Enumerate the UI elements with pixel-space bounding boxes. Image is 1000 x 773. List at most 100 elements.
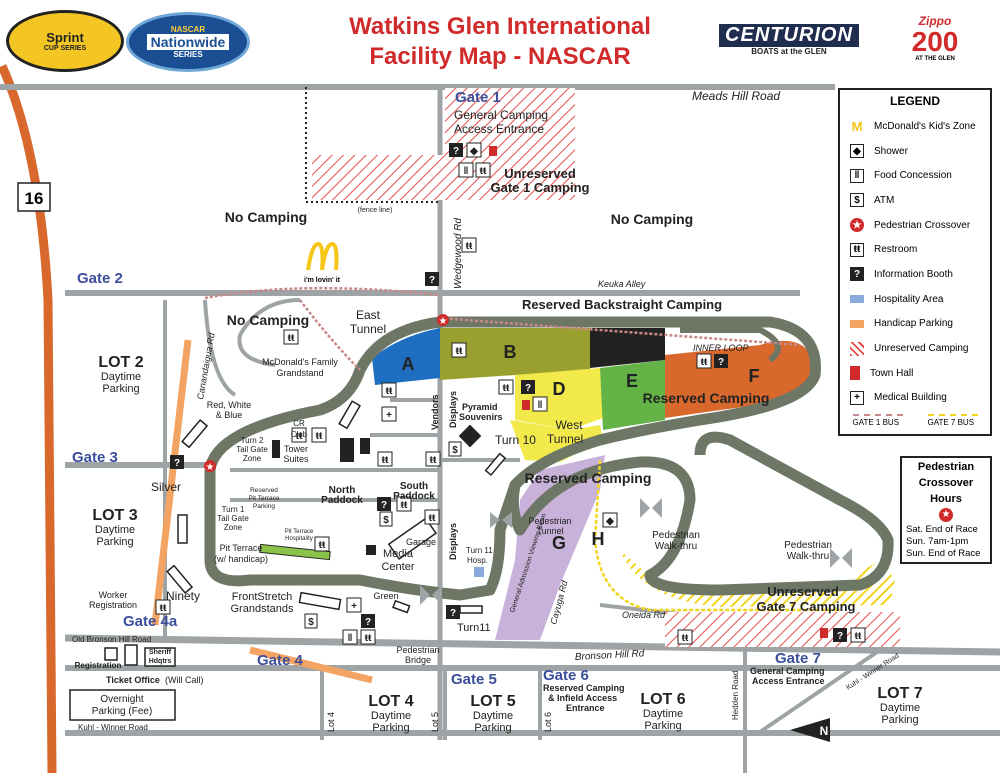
svg-text:N: N: [820, 724, 829, 738]
atm-icon: $: [304, 613, 318, 629]
east-tunnel-label: Tunnel: [350, 322, 386, 336]
restroom-icon: ŧŧ: [677, 629, 693, 645]
info-booth-icon: ?: [170, 455, 184, 469]
atm-icon: $: [448, 441, 462, 457]
no-camping-north-west: No Camping: [225, 209, 307, 225]
road-hedden: Hedden Road: [731, 671, 740, 720]
nationwide-text: Nationwide: [146, 34, 230, 50]
reserved-pit-terrace-label: Parking: [253, 503, 275, 510]
svg-text:+: +: [351, 601, 357, 612]
turn10-label: Turn 10: [495, 433, 536, 447]
turn11-hospitality-blue: [474, 567, 484, 577]
ninety-label: Ninety: [166, 589, 200, 603]
gate-6-note: Reserved Camping: [543, 683, 625, 693]
zone-d: [515, 368, 603, 430]
svg-text:★: ★: [439, 316, 448, 327]
svg-text:ǁ: ǁ: [348, 633, 353, 644]
lot7-sub: Parking: [881, 714, 918, 726]
pedestrian-crossover-stars: ★ ★: [204, 314, 449, 473]
svg-text:ŧŧ: ŧŧ: [288, 333, 295, 344]
hours-sat: Sat. End of Race: [906, 524, 978, 535]
svg-text:ŧŧ: ŧŧ: [701, 357, 708, 368]
legend-item: Handicap Parking: [840, 312, 990, 337]
food-icon: ǁ: [850, 168, 864, 183]
fence-line-label: (fence line): [358, 207, 393, 214]
zone-b: [440, 328, 590, 380]
legend-item: ?Information Booth: [840, 262, 990, 287]
turn1-tailgate-label: Zone: [224, 523, 243, 532]
lot6-sub: Parking: [644, 720, 681, 732]
turn2-tailgate-label: Zone: [243, 454, 262, 463]
zippo-200-logo: Zippo 200 AT THE GLEN: [885, 8, 985, 68]
will-call-label: (Will Call): [165, 675, 204, 685]
svg-text:ŧŧ: ŧŧ: [466, 241, 473, 252]
info-booth-icon: ?: [521, 380, 535, 394]
mcdonalds-icon: M: [851, 118, 863, 134]
svg-text:?: ?: [453, 146, 459, 157]
pedestrian-walk-thru-label: Walk-thru: [655, 541, 697, 552]
frontstretch-label: Grandstands: [231, 603, 294, 615]
lot5-sub: Daytime: [473, 710, 513, 722]
no-camping-north-east: No Camping: [611, 211, 693, 227]
svg-text:ŧŧ: ŧŧ: [456, 346, 463, 357]
gate-2-label: Gate 2: [77, 270, 123, 287]
mcdonalds-grandstand-label: McDonald's Family: [262, 357, 338, 367]
pit-terrace-hosp-label: Hospitality: [285, 536, 313, 542]
svg-text:◆: ◆: [605, 516, 614, 527]
red-white-blue-label: & Blue: [216, 410, 243, 420]
shower-icon: ◆: [602, 512, 618, 528]
centurion-logo: CENTURION BOATS at the GLEN: [700, 14, 878, 66]
svg-text:$: $: [383, 515, 389, 526]
worker-registration-label: Registration: [89, 600, 137, 610]
lot5-sub: Parking: [474, 722, 511, 734]
hours-sun-1: Sun. 7am-1pm: [906, 536, 969, 547]
lot5-title: LOT 5: [470, 693, 515, 710]
turn11-hosp-label: Hosp.: [467, 556, 488, 565]
info-booth-icon: ?: [449, 143, 463, 157]
inner-loop-label: INNER LOOP: [693, 343, 749, 353]
worker-registration-label: Worker: [99, 590, 128, 600]
garage-label: Garage: [406, 537, 436, 547]
turn1-tailgate-label: Turn 1: [222, 505, 245, 514]
road-keuka-alley: Keuka Alley: [598, 279, 646, 289]
legend-item: $ATM: [840, 188, 990, 213]
road-kuhl-winner: Kuhl - Winner Road: [78, 723, 148, 732]
svg-text:?: ?: [450, 608, 456, 619]
svg-text:?: ?: [365, 617, 371, 628]
red-white-blue-label: Red, White: [207, 400, 252, 410]
zone-a: [372, 328, 440, 385]
zone-c: [590, 328, 665, 368]
overnight-parking-label: Overnight: [100, 694, 144, 705]
hours-title: Hours: [930, 493, 962, 505]
svg-text:i'm lovin' it: i'm lovin' it: [304, 277, 341, 284]
info-booth-icon: ?: [714, 354, 728, 368]
shower-icon: ◆: [466, 142, 482, 158]
legend-item: ★Pedestrian Crossover: [840, 213, 990, 238]
media-center-label: Center: [381, 561, 414, 573]
zone-c-label: C: [622, 336, 635, 356]
sprint-cup-logo: Sprint CUP SERIES: [6, 10, 124, 72]
ticket-office-label: Ticket Office: [106, 675, 160, 685]
overnight-parking-label: Parking (Fee): [92, 706, 153, 717]
south-paddock-label: South: [400, 481, 428, 492]
turn1-tailgate-label: Tail Gate: [217, 514, 249, 523]
crossover-hours-box: Pedestrian Crossover Hours ★ Sat. End of…: [900, 456, 992, 564]
registration-area: [69, 644, 176, 721]
zone-e: [600, 360, 665, 430]
road-oneida: Oneida Rd: [622, 610, 666, 620]
info-icon: ?: [850, 267, 864, 282]
centurion-sub-text: BOATS at the GLEN: [751, 47, 827, 56]
handicap-swatch: [850, 319, 864, 328]
gate7-bus-key: GATE 7 BUS: [927, 414, 978, 427]
hours-title: Pedestrian: [917, 461, 975, 473]
pit-terrace-green: [259, 543, 331, 561]
zippo-200-text: 200: [911, 26, 959, 57]
svg-text:ŧŧ: ŧŧ: [319, 540, 326, 551]
reserved-pit-terrace-label: Reserved: [250, 487, 278, 494]
hours-title: Crossover: [918, 477, 974, 489]
restroom-icon: ŧŧ: [381, 382, 397, 398]
registration-label: Registration: [75, 661, 122, 670]
route-16-road: [0, 64, 57, 773]
north-arrow: N: [790, 718, 830, 742]
